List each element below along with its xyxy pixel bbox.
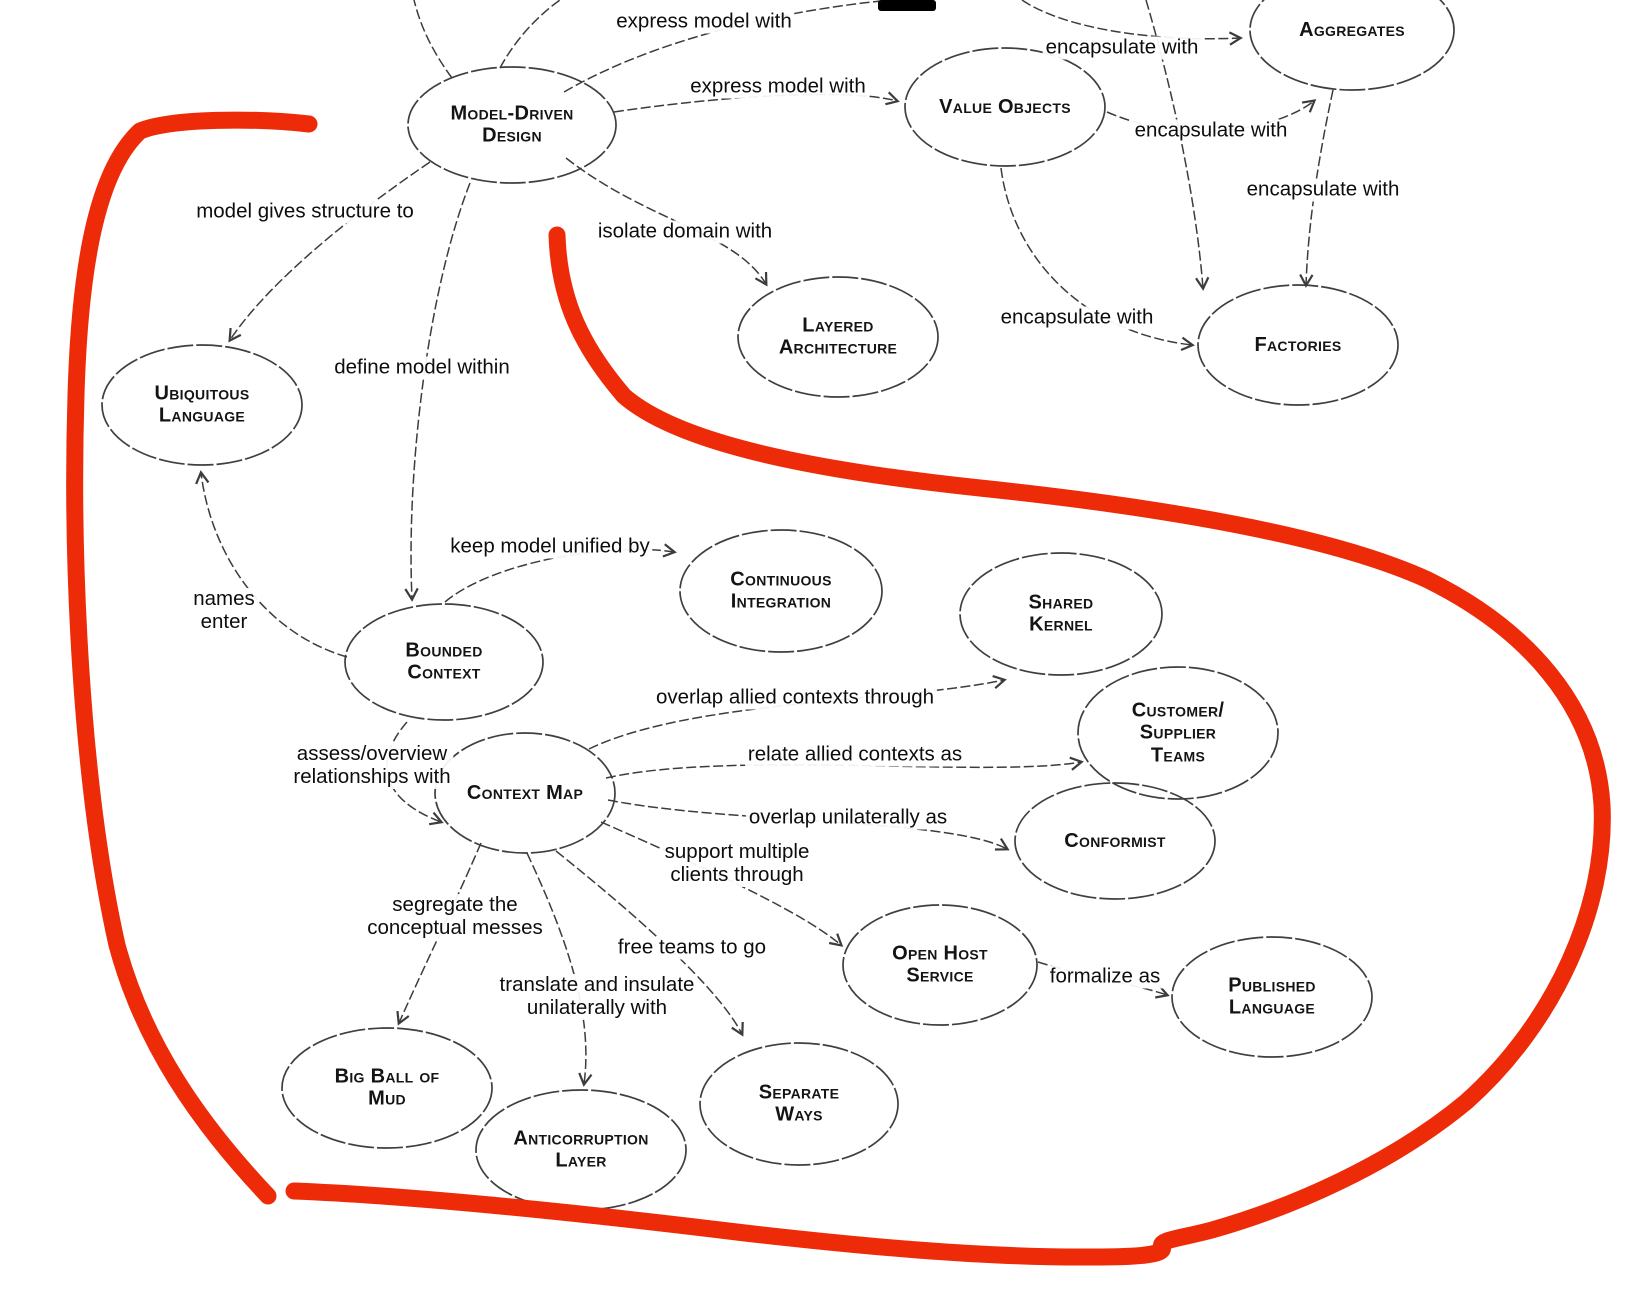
edge-label-relate-allied-contexts-as: relate allied contexts as (744, 743, 966, 767)
node-big-ball-of-mud-label: Big Ball of Mud (334, 1065, 440, 1110)
edge-label-segregate-the-conceptual-messes: segregate the conceptual messes (364, 893, 546, 940)
node-shared-kernel-ellipse (959, 552, 1163, 676)
edge-label-define-model-within: define model within (331, 356, 513, 380)
node-shared-kernel-label: Shared Kernel (1028, 591, 1094, 636)
edge-label-encapsulate-with-4: encapsulate with (997, 306, 1157, 330)
node-continuous-integration-label: Continuous Integration (730, 568, 832, 613)
node-model-driven-design-label: Model-Driven Design (450, 102, 574, 147)
node-value-objects-label: Value Objects (939, 95, 1071, 118)
node-ubiquitous-language-ellipse (101, 344, 303, 466)
edge-label-express-model-with-2: express model with (687, 75, 869, 99)
node-factories-ellipse (1197, 284, 1399, 406)
edge-label-overlap-allied-contexts-through: overlap allied contexts through (652, 686, 938, 710)
node-context-map-label: Context Map (466, 781, 584, 804)
edge-label-overlap-unilaterally-as: overlap unilaterally as (745, 806, 951, 830)
node-value-objects-ellipse (904, 47, 1106, 167)
edge-label-assess-overview-relationships-with: assess/overview relationships with (290, 742, 454, 789)
node-aggregates-ellipse (1249, 0, 1455, 91)
node-aggregates-label: Aggregates (1299, 18, 1405, 41)
node-open-host-service-label: Open Host Service (892, 942, 988, 987)
node-ubiquitous-language-label: Ubiquitous Language (154, 382, 250, 427)
node-layered-architecture-label: Layered Architecture (778, 314, 898, 359)
node-continuous-integration-ellipse (679, 529, 883, 653)
edge-label-encapsulate-with-1: encapsulate with (1042, 36, 1202, 60)
edge-mdd-structure-ubiquitous-language (228, 161, 431, 343)
node-published-language-ellipse (1171, 936, 1373, 1058)
node-big-ball-of-mud-ellipse (281, 1027, 493, 1149)
edge-label-translate-and-insulate-unilaterally-with: translate and insulate unilaterally with (496, 973, 698, 1020)
edge-label-free-teams-to-go: free teams to go (614, 936, 770, 960)
edge-mdd-to-offscreen-b (499, 0, 561, 69)
node-anticorruption-layer-label: Anticorruption Layer (513, 1127, 649, 1172)
node-bounded-context-label: Bounded Context (405, 639, 483, 684)
node-open-host-service-ellipse (842, 904, 1038, 1026)
edge-label-formalize-as: formalize as (1046, 965, 1164, 989)
red-marker-stroke-right (285, 226, 1611, 1266)
edge-label-encapsulate-with-2: encapsulate with (1131, 119, 1291, 143)
edge-label-support-multiple-clients-through: support multiple clients through (661, 840, 813, 887)
node-context-map-ellipse (434, 732, 616, 854)
edge-offscreen-encapsulate-aggregates (1021, 0, 1243, 46)
node-factories-label: Factories (1254, 333, 1342, 356)
edge-offscreen-encapsulate-factories (1145, 0, 1210, 291)
edge-label-isolate-domain-with: isolate domain with (594, 220, 776, 244)
edge-label-express-model-with-1: express model with (613, 10, 795, 34)
edge-value-objects-encapsulate-factories (1000, 167, 1195, 351)
edge-mdd-define-model-bounded-context (404, 182, 471, 602)
edge-mdd-to-offscreen-a (413, 0, 453, 79)
node-published-language-label: Published Language (1228, 974, 1316, 1019)
node-layered-architecture-ellipse (737, 276, 939, 398)
node-separate-ways-label: Separate Ways (758, 1081, 840, 1126)
node-conformist-label: Conformist (1064, 829, 1166, 852)
edge-context-map-big-ball-of-mud (396, 842, 482, 1026)
node-bounded-context-ellipse (344, 603, 544, 721)
node-customer-supplier-teams-ellipse (1077, 666, 1279, 800)
red-marker-stroke-left (66, 111, 318, 1205)
edge-label-model-gives-structure-to: model gives structure to (193, 200, 417, 224)
node-customer-supplier-teams-label: Customer/ Supplier Teams (1131, 699, 1225, 767)
edge-label-encapsulate-with-3: encapsulate with (1243, 178, 1403, 202)
edge-context-map-anticorruption-layer (526, 852, 593, 1087)
cropped-node-fragment (878, 0, 936, 11)
node-model-driven-design-ellipse (407, 66, 617, 184)
edge-label-keep-model-unified-by: keep model unified by (447, 535, 653, 559)
node-conformist-ellipse (1014, 782, 1216, 900)
edge-label-names-enter: names enter (190, 587, 258, 634)
node-separate-ways-ellipse (699, 1042, 899, 1166)
